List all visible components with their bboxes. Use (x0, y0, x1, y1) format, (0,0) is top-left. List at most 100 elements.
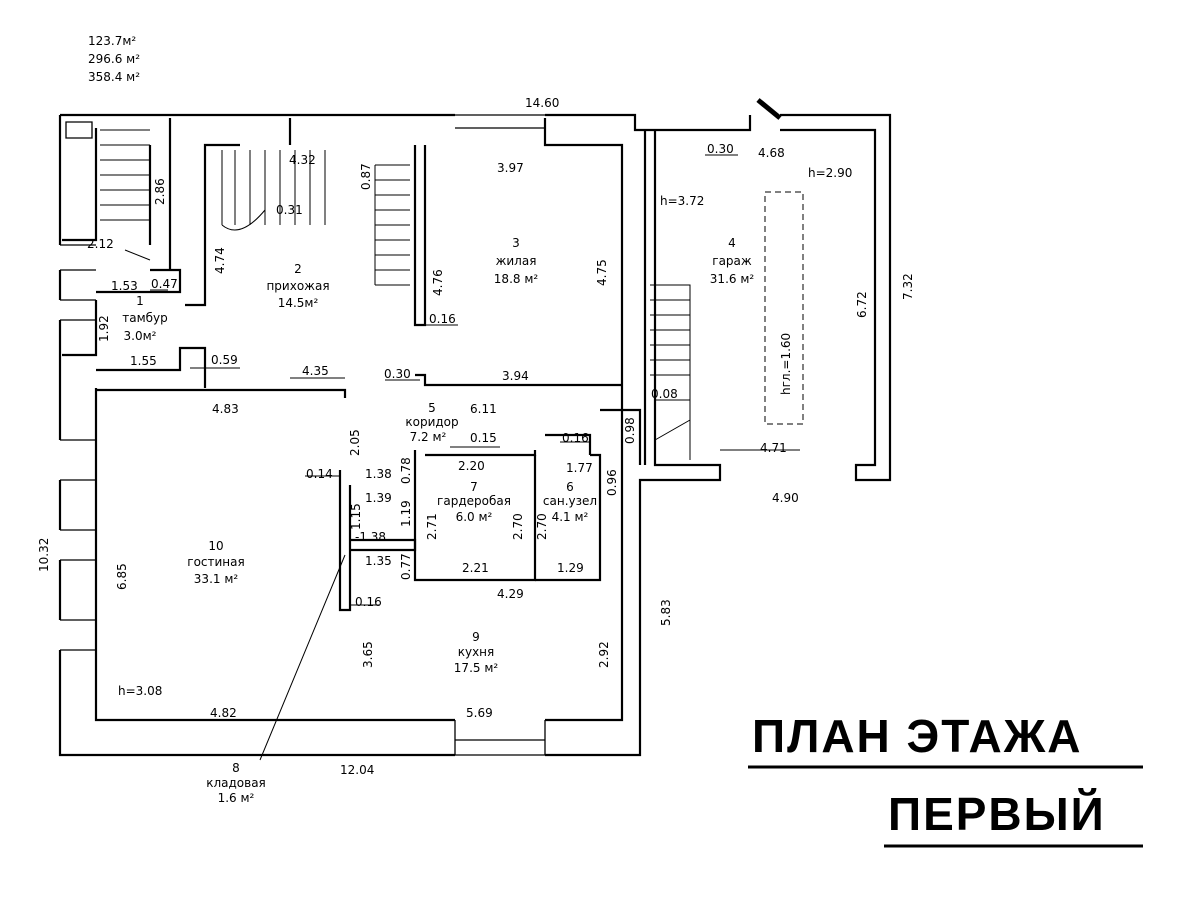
area-gross: 358.4 м² (88, 70, 140, 84)
dimension-d685: 6.85 (115, 563, 129, 590)
room-name-label: кладовая (206, 776, 266, 790)
dimension-d1460: 14.60 (525, 96, 559, 110)
title-line-1: ПЛАН ЭТАЖА (752, 710, 1083, 762)
dimension-d583: 5.83 (659, 599, 673, 626)
dimension-d271: 2.71 (425, 513, 439, 540)
dimension-d016a: 0.16 (429, 312, 456, 326)
dimension-d059: 0.59 (211, 353, 238, 367)
room-name-label: тамбур (122, 311, 168, 325)
dim-lines (124, 154, 800, 761)
dimension-d138a: 1.38 (365, 467, 392, 481)
room-num-label: 2 (294, 262, 302, 276)
dimension-d077: 0.77 (399, 553, 413, 580)
room-area-label: 1.6 м² (218, 791, 255, 805)
dimension-d192: 1.92 (97, 315, 111, 342)
dimension-d292: 2.92 (597, 641, 611, 668)
dimension-d611: 6.11 (470, 402, 497, 416)
walls (58, 113, 892, 757)
dimensions-vertical: 10.32 7.32 6.72 0.87 2.86 4.74 4.76 4.75… (37, 163, 915, 668)
pit-depth: hгл.=1.60 (779, 333, 793, 395)
height-hall: h=3.72 (660, 194, 704, 208)
room-labels: 1 тамбур 3.0м² 2 прихожая 14.5м² 3 жилая… (122, 236, 754, 805)
dimension-d212: 2.12 (87, 237, 114, 251)
dimension-d220: 2.20 (458, 459, 485, 473)
dimension-d047: 0.47 (151, 277, 178, 291)
room-num-label: 7 (470, 480, 478, 494)
room-area-label: 7.2 м² (410, 430, 447, 444)
dimension-d153: 1.53 (111, 279, 138, 293)
area-total: 296.6 м² (88, 52, 140, 66)
room-1: 1 тамбур 3.0м² (122, 294, 168, 343)
room-6: 6 сан.узел 4.1 м² (543, 480, 597, 524)
room-num-label: 8 (232, 761, 240, 775)
room-area-label: 4.1 м² (552, 510, 589, 524)
dimension-d087: 0.87 (359, 163, 373, 190)
room-num-label: 6 (566, 480, 574, 494)
room-area-label: 33.1 м² (194, 572, 239, 586)
dimension-d468: 4.68 (758, 146, 785, 160)
stairs (100, 129, 691, 460)
dimension-d031: 0.31 (276, 203, 303, 217)
dimensions-horizontal: 14.60 12.04 4.90 4.71 4.68 0.30 3.97 4.3… (87, 96, 799, 777)
room-area-label: 31.6 м² (710, 272, 755, 286)
ceiling-heights: h=3.08 h=3.72 h=2.90 hгл.=1.60 (118, 166, 852, 698)
dimension-d1204: 12.04 (340, 763, 374, 777)
room-name-label: прихожая (266, 279, 329, 293)
room-5: 5 коридор 7.2 м² (405, 401, 458, 444)
dimension-d016b: 0.16 (562, 431, 589, 445)
dimension-d1032: 10.32 (37, 538, 51, 572)
height-living: h=3.08 (118, 684, 162, 698)
dimension-d365: 3.65 (361, 641, 375, 668)
room-area-label: 3.0м² (124, 329, 157, 343)
room-num-label: 1 (136, 294, 144, 308)
dimension-d397: 3.97 (497, 161, 524, 175)
dimension-d135: 1.35 (365, 554, 392, 568)
dimension-d115: 1.15 (349, 503, 363, 530)
dimension-d008: 0.08 (651, 387, 678, 401)
dimension-d490: 4.90 (772, 491, 799, 505)
room-area-label: 14.5м² (278, 296, 319, 310)
dimension-d672: 6.72 (855, 291, 869, 318)
dimension-d270a: 2.70 (511, 513, 525, 540)
room-num-label: 4 (728, 236, 736, 250)
dimension-d014: 0.14 (306, 467, 333, 481)
room-name-label: гостиная (187, 555, 244, 569)
room-num-label: 10 (208, 539, 223, 553)
dimension-d015: 0.15 (470, 431, 497, 445)
dimension-d096: 0.96 (605, 469, 619, 496)
dimension-d205: 2.05 (348, 429, 362, 456)
dimension-d286: 2.86 (153, 178, 167, 205)
dimension-d474: 4.74 (213, 247, 227, 274)
dimension-d155: 1.55 (130, 354, 157, 368)
room-area-label: 6.0 м² (456, 510, 493, 524)
dimension-d030b: 0.30 (384, 367, 411, 381)
windows (60, 98, 782, 756)
room-name-label: коридор (405, 415, 458, 429)
dimension-d482: 4.82 (210, 706, 237, 720)
room-name-label: гараж (712, 254, 752, 268)
dimension-d432: 4.32 (289, 153, 316, 167)
dimension-d016c: 0.16 (355, 595, 382, 609)
dimension-d078: 0.78 (399, 457, 413, 484)
dimension-d471: 4.71 (760, 441, 787, 455)
dimension-d483: 4.83 (212, 402, 239, 416)
dimension-d475: 4.75 (595, 259, 609, 286)
room-name-label: гардеробая (437, 494, 511, 508)
dimension-d429: 4.29 (497, 587, 524, 601)
dimension-d138b: -1.38 (355, 530, 386, 544)
room-num-label: 3 (512, 236, 520, 250)
dimension-d732: 7.32 (901, 273, 915, 300)
height-garage: h=2.90 (808, 166, 852, 180)
room-10: 10 гостиная 33.1 м² (187, 539, 244, 586)
title-line-2: ПЕРВЫЙ (888, 788, 1106, 840)
room-num-label: 5 (428, 401, 436, 415)
room-area-label: 17.5 м² (454, 661, 499, 675)
garage-pit (764, 191, 804, 425)
area-summary: 123.7м² 296.6 м² 358.4 м² (88, 34, 140, 84)
dimension-d098: 0.98 (623, 417, 637, 444)
room-2: 2 прихожая 14.5м² (266, 262, 329, 310)
dimension-d177: 1.77 (566, 461, 593, 475)
dimension-d119: 1.19 (399, 500, 413, 527)
dimension-d221: 2.21 (462, 561, 489, 575)
